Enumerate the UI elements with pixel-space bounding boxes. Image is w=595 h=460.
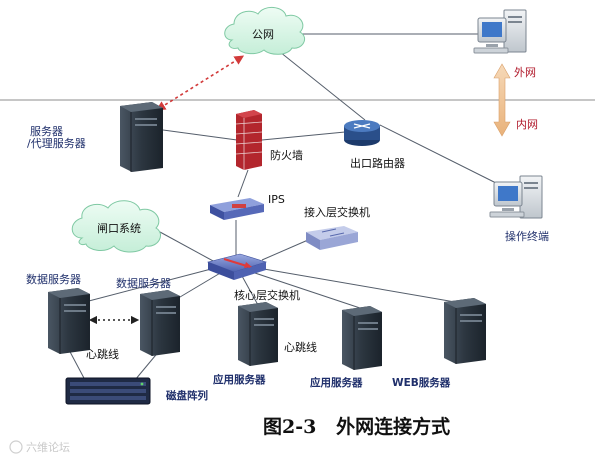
ips-label: IPS	[268, 193, 285, 206]
core-switch-label: 核心层交换机	[234, 288, 300, 302]
link-core-app2	[251, 271, 361, 309]
data-server-1-icon	[48, 288, 90, 354]
data-server-2-icon	[140, 290, 180, 356]
connection-lines	[67, 33, 501, 381]
watermark-text: 六维论坛	[26, 440, 70, 454]
watermark: 六维论坛	[9, 440, 70, 454]
internet-cloud-icon	[224, 7, 305, 55]
proxy-server-label-line1: 服务器	[30, 125, 63, 138]
link-proxy-firewall	[162, 129, 238, 141]
link-internet-router	[274, 47, 366, 121]
gateway-cloud-icon	[71, 200, 161, 253]
web-server-icon	[444, 298, 486, 364]
web-server-label: WEB服务器	[392, 376, 451, 389]
firewall-icon	[235, 110, 263, 170]
access-switch-icon	[306, 226, 358, 250]
router-label: 出口路由器	[350, 156, 405, 170]
figure-caption: 图2-3 外网连接方式	[263, 415, 450, 438]
access-switch-label: 接入层交换机	[304, 205, 370, 219]
operator-terminal-label: 操作终端	[505, 229, 549, 243]
link-core-web	[257, 267, 456, 303]
heartbeat-1-label: 心跳线	[86, 347, 119, 361]
link-router-terminal	[379, 124, 501, 186]
firewall-label: 防火墙	[270, 148, 303, 162]
app-server-2-label: 应用服务器	[310, 376, 363, 389]
app-server-2-icon	[342, 306, 382, 370]
link-proxy-internet-dashed	[155, 55, 245, 111]
link-access-core	[261, 239, 309, 261]
heartbeat-2-label: 心跳线	[284, 340, 317, 354]
link-gateway-core	[159, 231, 216, 263]
link-core-data2	[174, 271, 223, 301]
router-icon	[344, 120, 380, 146]
proxy-server-label-line2: /代理服务器	[27, 137, 86, 150]
link-core-app1	[241, 275, 259, 306]
data-server-2-label: 数据服务器	[116, 276, 171, 290]
proxy-server-icon	[120, 102, 163, 172]
zone-arrow-icon	[493, 63, 511, 137]
disk-array-icon	[65, 377, 151, 405]
ips-icon	[210, 198, 264, 220]
external-computer-icon	[473, 9, 527, 54]
zone-outer-label: 外网	[514, 66, 536, 79]
operator-terminal-icon	[489, 175, 543, 219]
zone-inner-label: 内网	[516, 117, 538, 131]
disk-array-label: 磁盘阵列	[166, 389, 208, 402]
link-firewall-ips	[237, 169, 249, 198]
link-core-data1	[84, 267, 216, 303]
internet-label: 公网	[252, 28, 274, 41]
link-data1-disk	[67, 347, 86, 381]
app-server-1-icon	[238, 302, 278, 366]
gateway-label: 闸口系统	[97, 222, 141, 235]
link-firewall-router	[261, 131, 346, 141]
core-switch-icon	[207, 253, 268, 280]
app-server-1-label: 应用服务器	[213, 373, 266, 386]
data-server-1-label: 数据服务器	[26, 272, 81, 286]
